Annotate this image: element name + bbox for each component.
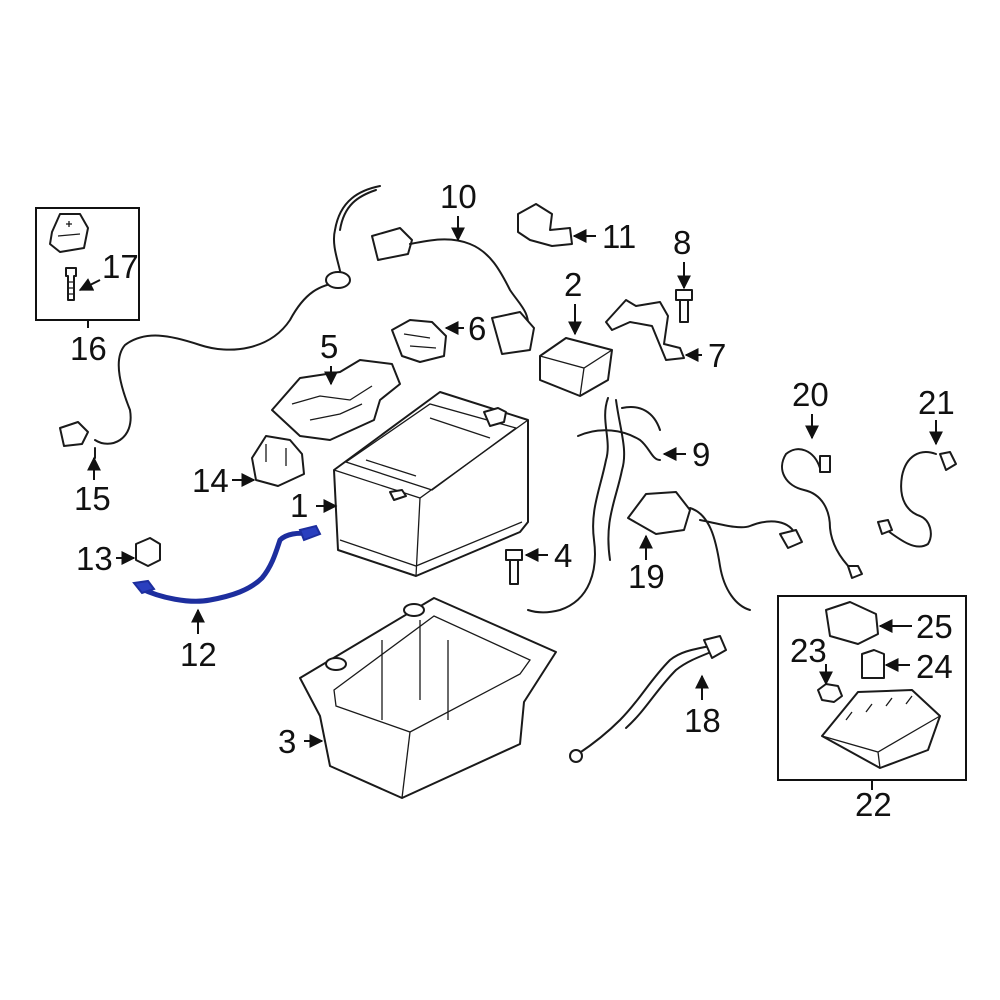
part-14-sensor: [251, 435, 305, 487]
part-24-fuse: [861, 649, 885, 679]
label-2: 2: [564, 266, 582, 303]
part-4-bolt: [505, 549, 523, 585]
label-4: 4: [554, 537, 572, 574]
part-11-cover: [517, 203, 573, 247]
label-21: 21: [918, 384, 955, 421]
part-20-cable: [781, 448, 863, 579]
label-19: 19: [628, 558, 665, 595]
part-1-battery: [333, 391, 529, 577]
part-8-bolt: [675, 289, 693, 323]
leader-17: [78, 278, 101, 291]
part-23-nut: [817, 683, 843, 703]
part-22-fusebox: [821, 689, 941, 769]
part-9-cables: [527, 397, 661, 614]
part-3-tray: [299, 597, 557, 799]
part-10-harness: [371, 227, 535, 355]
part-13-clip: [135, 537, 161, 567]
label-22: 22: [855, 786, 892, 823]
part-19-junction: [627, 491, 803, 611]
part-21-cable: [877, 451, 957, 548]
part-6-bracket: [391, 319, 447, 363]
part-2-module: [539, 337, 613, 397]
label-5: 5: [320, 328, 338, 365]
label-24: 24: [916, 648, 953, 685]
label-20: 20: [792, 376, 829, 413]
label-11: 11: [602, 218, 636, 255]
label-9: 9: [692, 436, 710, 473]
label-10: 10: [440, 178, 477, 215]
label-12: 12: [180, 636, 217, 673]
label-7: 7: [708, 337, 726, 374]
label-3: 3: [278, 723, 296, 760]
part-5-cover: [271, 359, 401, 441]
label-13: 13: [76, 540, 113, 577]
label-25: 25: [916, 608, 953, 645]
part-7-bracket: [605, 299, 685, 361]
part-12-ground-cable: [132, 524, 322, 604]
label-15: 15: [74, 480, 111, 517]
label-6: 6: [468, 310, 486, 347]
label-16: 16: [70, 330, 107, 367]
part-16-harness: [59, 185, 381, 459]
label-1: 1: [290, 487, 308, 524]
label-14: 14: [192, 462, 229, 499]
label-23: 23: [790, 632, 827, 669]
label-17: 17: [102, 248, 139, 285]
part-25-cover: [825, 601, 879, 645]
part-18-cable: [569, 635, 727, 763]
label-18: 18: [684, 702, 721, 739]
label-8: 8: [673, 224, 691, 261]
part-17-terminal: [49, 213, 89, 301]
